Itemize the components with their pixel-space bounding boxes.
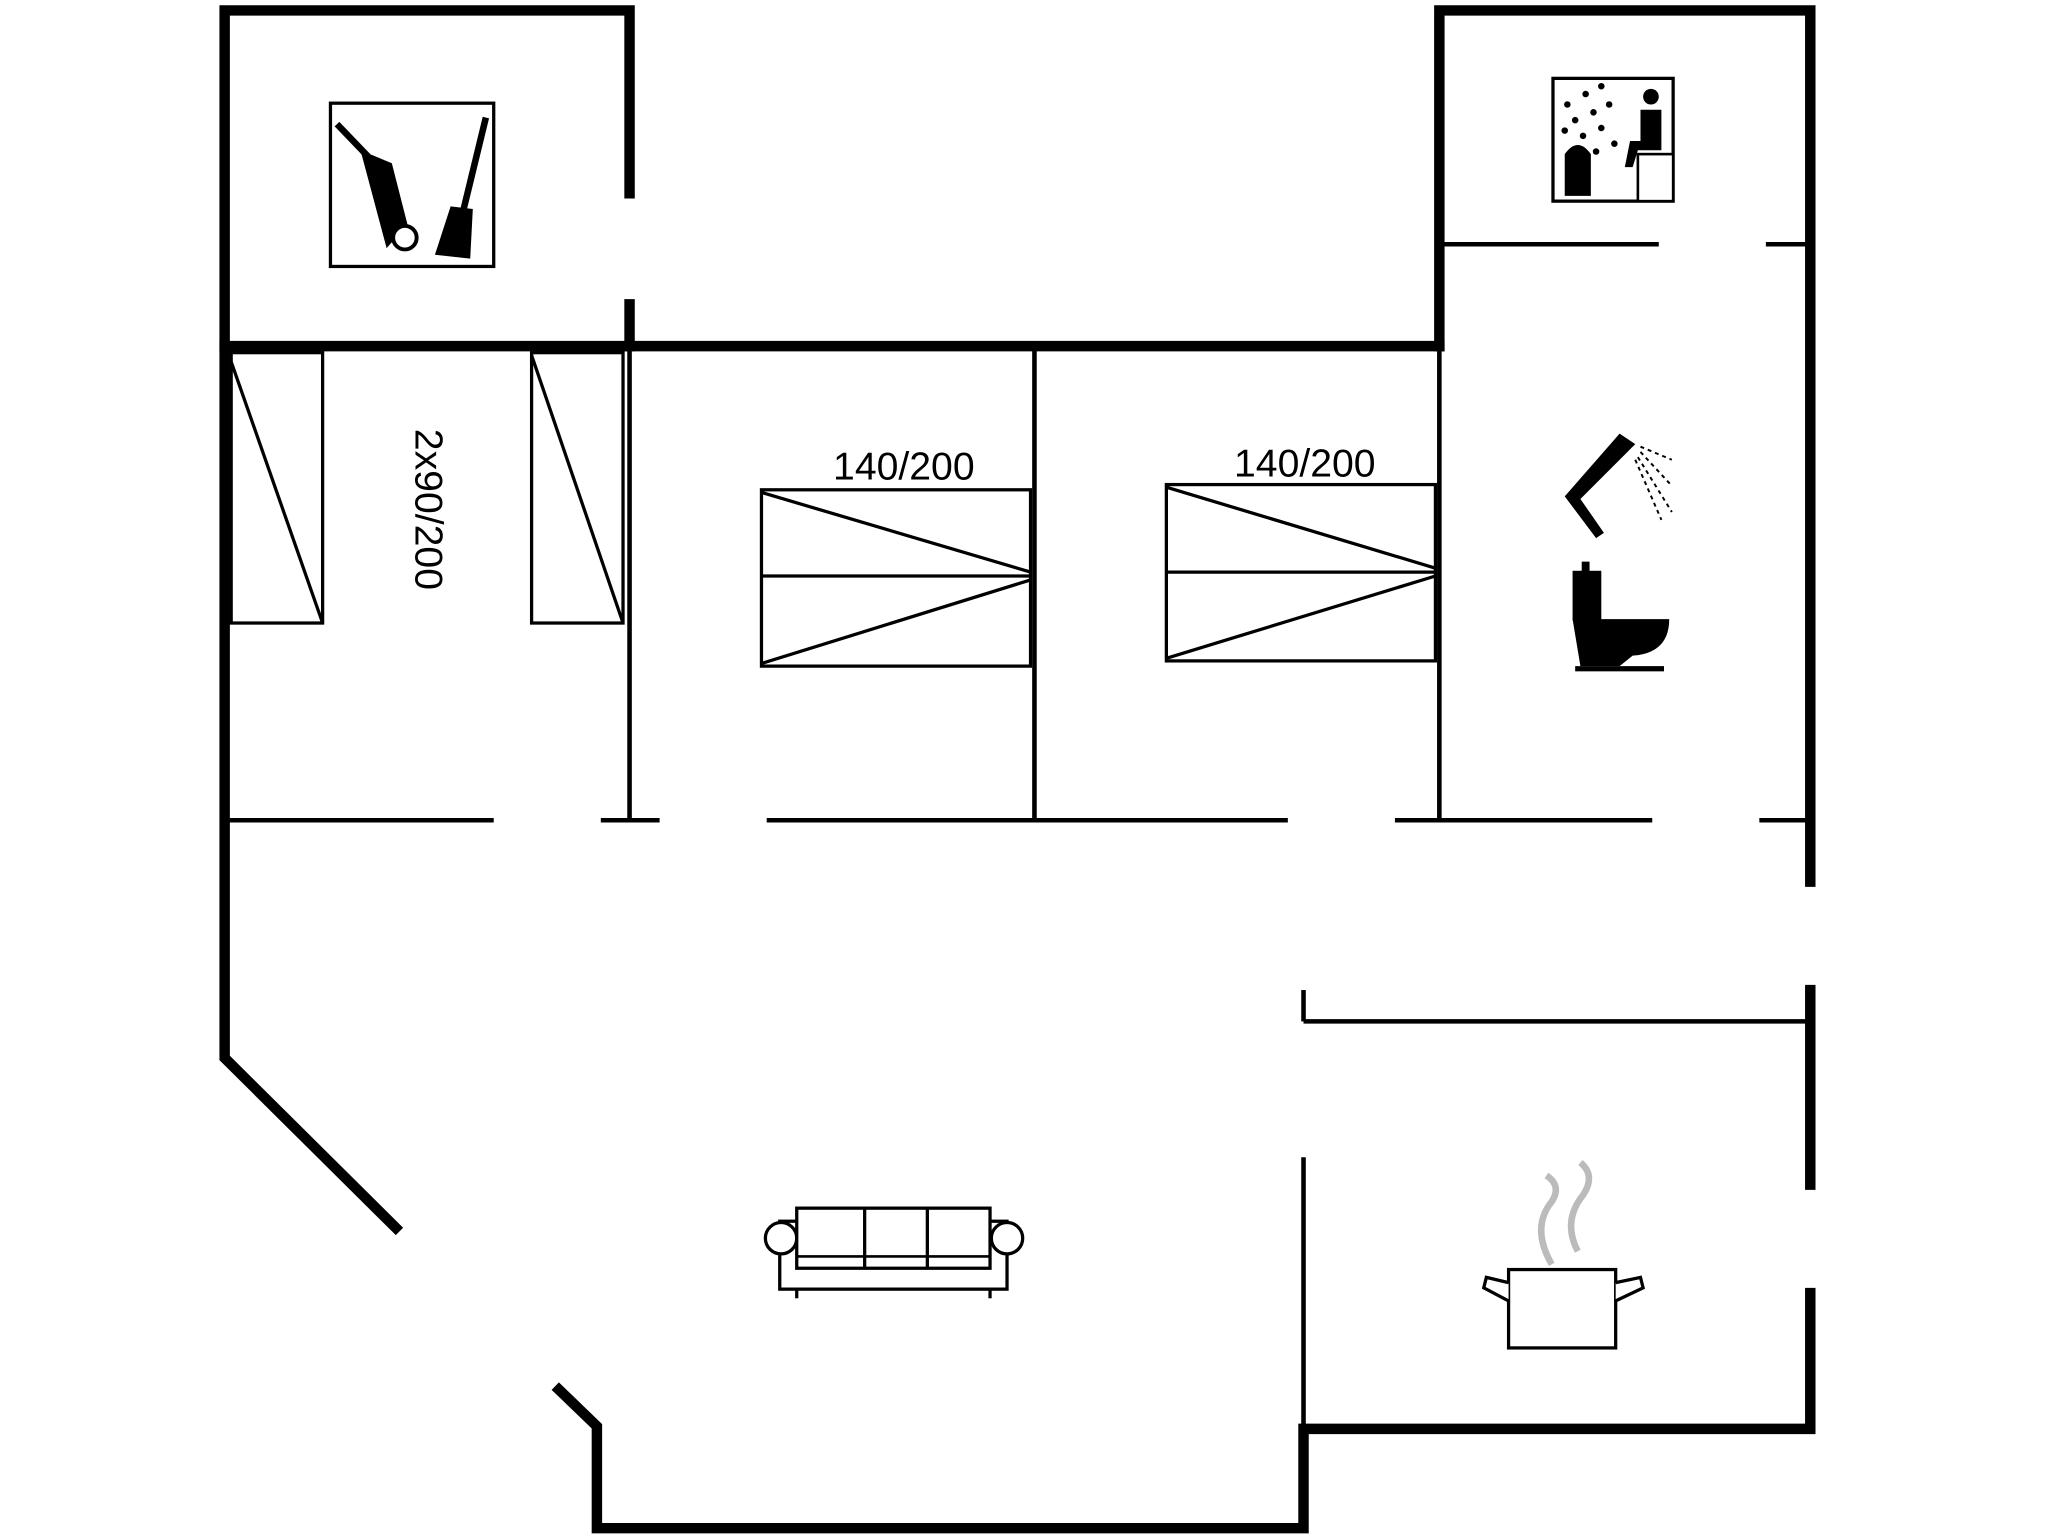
tools-icon [328, 101, 496, 269]
sauna-icon [1551, 76, 1675, 203]
single-bed-left [229, 351, 325, 625]
shower-icon [1564, 433, 1673, 539]
cooking-pot-icon [1481, 1159, 1646, 1350]
bunk-room-bed-label: 2x90/200 [406, 429, 449, 590]
double-bed-1 [759, 488, 1033, 668]
double-bed-2 [1164, 482, 1438, 663]
single-bed-right [529, 351, 625, 625]
sofa-icon [763, 1206, 1025, 1299]
interior-walls [224, 241, 1808, 1427]
toilet-icon [1572, 561, 1670, 672]
bedroom-2-bed-label: 140/200 [1234, 443, 1376, 486]
exterior-walls [219, 5, 1816, 1534]
bedroom-1-bed-label: 140/200 [833, 445, 975, 488]
